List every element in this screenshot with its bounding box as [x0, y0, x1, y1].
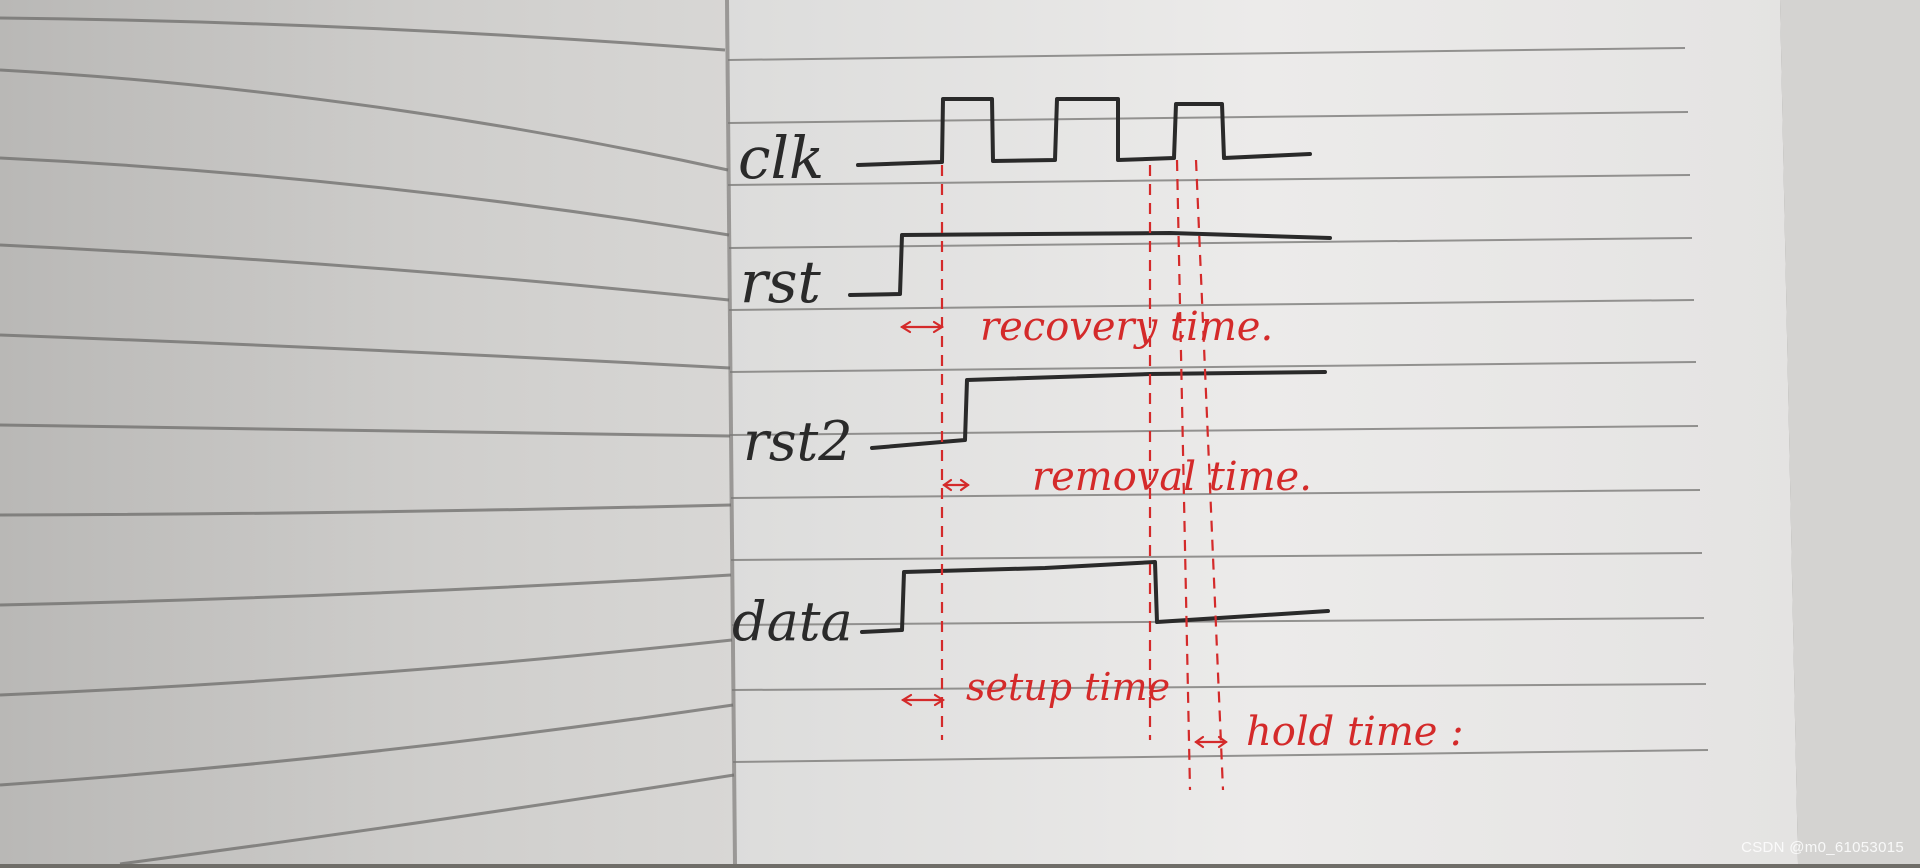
rst-waveform — [848, 231, 1332, 297]
watermark: CSDN @m0_61053015 — [1741, 839, 1904, 856]
annotation-hold: hold time : — [1246, 709, 1464, 755]
left-page-rules — [0, 16, 735, 866]
annotation-setup: setup time — [966, 665, 1170, 709]
book-spine — [725, 0, 737, 865]
signal-label-rst: rst — [740, 248, 821, 316]
right-page — [725, 0, 1798, 864]
hold-arrow — [1194, 735, 1228, 749]
waveforms — [848, 97, 1332, 634]
measurement-arrows — [899, 320, 1228, 749]
page-edge-shadow — [1780, 0, 1920, 864]
data-waveform — [860, 560, 1330, 634]
right-page-rules — [727, 47, 1709, 763]
setup-arrow — [900, 693, 946, 707]
signal-label-rst2: rst2 — [743, 410, 853, 473]
timing-guides — [940, 159, 1225, 791]
recovery-arrow — [899, 320, 945, 334]
clk-waveform — [856, 97, 1312, 167]
annotation-recovery: recovery time. — [980, 304, 1273, 350]
signal-label-data: data — [732, 590, 853, 653]
annotation-removal: removal time. — [1032, 454, 1312, 500]
removal-arrow — [942, 478, 970, 492]
rst2-waveform — [870, 370, 1327, 450]
signal-label-clk: clk — [738, 124, 824, 192]
